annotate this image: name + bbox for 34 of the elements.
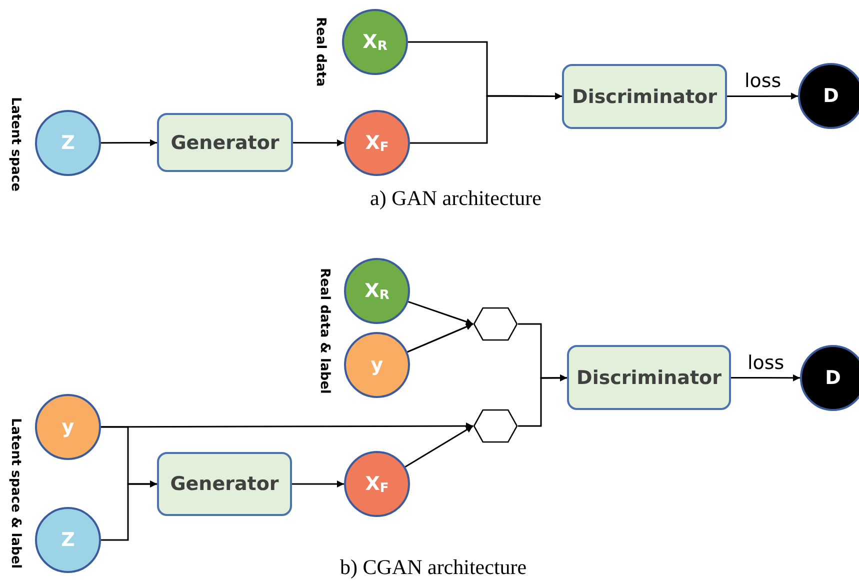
arrow bbox=[518, 374, 567, 427]
arrow bbox=[731, 374, 800, 382]
circle-node: Z bbox=[35, 507, 101, 573]
side-label: Real data bbox=[313, 17, 328, 87]
hexagon-node bbox=[473, 307, 518, 341]
arrow bbox=[101, 139, 157, 146]
arrow bbox=[727, 92, 798, 100]
arrow bbox=[407, 323, 474, 353]
arrow bbox=[101, 422, 473, 430]
process-box: Discriminator bbox=[562, 64, 727, 129]
circle-node: X$_{F}$ bbox=[344, 451, 410, 517]
arrow bbox=[292, 480, 344, 488]
arrow bbox=[408, 301, 474, 326]
side-label: Real data & label bbox=[317, 268, 332, 394]
side-label: Latent space & label bbox=[8, 418, 23, 569]
process-box: Generator bbox=[157, 452, 292, 516]
hexagon-node bbox=[473, 409, 518, 443]
circle-node: X$_{F}$ bbox=[344, 110, 410, 176]
arrow bbox=[404, 425, 474, 468]
side-label: Latent space bbox=[8, 97, 23, 192]
circle-node: X$_{R}$ bbox=[342, 9, 408, 75]
circle-node: Z bbox=[35, 110, 101, 176]
caption: a) GAN architecture bbox=[370, 186, 542, 211]
process-box: Generator bbox=[157, 113, 293, 172]
arrow bbox=[293, 139, 344, 146]
circle-node: D bbox=[800, 345, 859, 411]
circle-node: X$_{R}$ bbox=[344, 258, 410, 324]
caption: b) CGAN architecture bbox=[340, 555, 527, 580]
arrow bbox=[101, 480, 157, 541]
circle-node: D bbox=[798, 63, 859, 129]
circle-node: y bbox=[35, 394, 101, 460]
circle-node: y bbox=[344, 332, 410, 398]
arrow bbox=[410, 92, 562, 144]
process-box: Discriminator bbox=[567, 345, 731, 410]
